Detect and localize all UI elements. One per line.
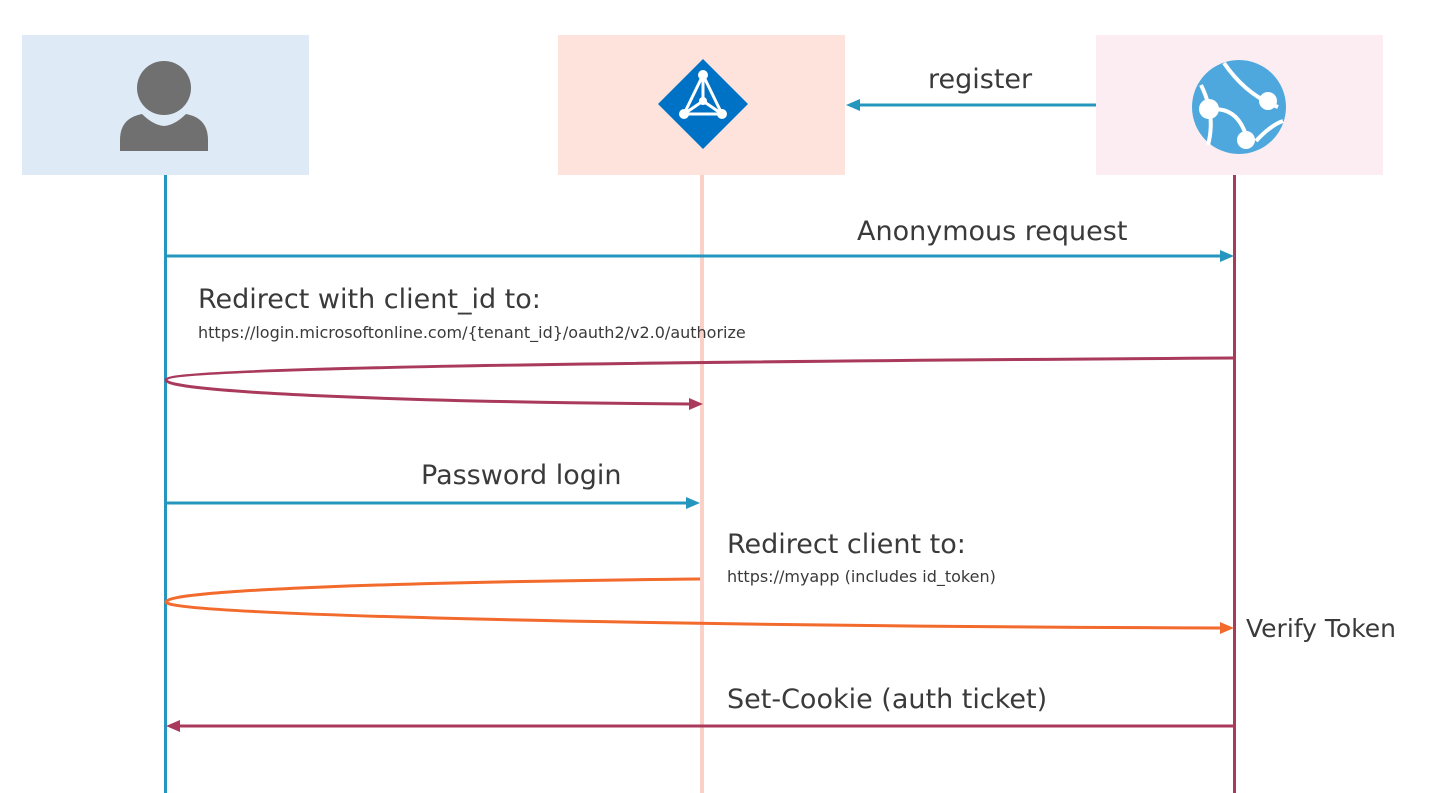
web-app-globe-icon: [1192, 60, 1286, 154]
register-arrowhead: [846, 99, 860, 111]
user-lifeline: [164, 175, 167, 793]
redirect-login-arrow: [164, 356, 1235, 406]
register-label: register: [928, 64, 1033, 95]
azure-ad-lifeline: [700, 175, 704, 793]
anonymous-request-label: Anonymous request: [857, 216, 1128, 247]
anonymous-request-arrowhead: [1220, 250, 1234, 262]
password-login-label: Password login: [421, 460, 622, 491]
set-cookie-label: Set-Cookie (auth ticket): [727, 684, 1048, 715]
azure-ad-icon: [658, 59, 748, 149]
redirect-client-arrowhead: [1220, 622, 1234, 634]
set-cookie-arrowhead: [166, 720, 180, 732]
user-actor-box: [22, 35, 309, 175]
redirect-client-title-label: Redirect client to:: [727, 529, 966, 560]
redirect-title-label: Redirect with client_id to:: [198, 284, 541, 315]
password-login-arrowhead: [686, 497, 700, 509]
azure-ad-actor-box: [558, 35, 845, 175]
person-icon: [120, 61, 208, 151]
web-app-lifeline: [1233, 175, 1236, 793]
redirect-client-url-label: https://myapp (includes id_token): [727, 567, 996, 586]
redirect-login-arrowhead: [689, 398, 703, 410]
redirect-url-label: https://login.microsoftonline.com/{tenan…: [198, 323, 746, 342]
redirect-client-arrow: [164, 577, 1223, 630]
web-app-actor-box: [1096, 35, 1383, 175]
verify-token-label: Verify Token: [1246, 614, 1396, 643]
